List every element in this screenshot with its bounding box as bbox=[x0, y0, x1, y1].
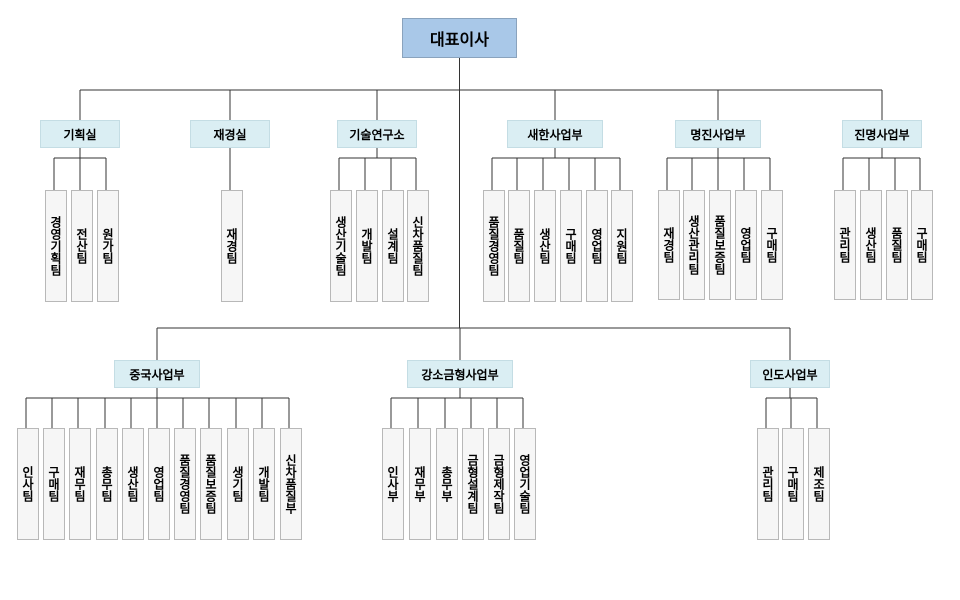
team-box: 설계팀 bbox=[381, 190, 404, 302]
team-box: 관리팀 bbox=[756, 428, 779, 540]
team-box: 개발팀 bbox=[355, 190, 378, 302]
team-box: 영업기술팀 bbox=[513, 428, 536, 540]
team-box: 구매팀 bbox=[760, 190, 783, 300]
team-box: 총무부 bbox=[435, 428, 458, 540]
team-box: 재무부 bbox=[408, 428, 431, 540]
team-box: 금형설계팀 bbox=[461, 428, 484, 540]
team-box: 구매팀 bbox=[559, 190, 582, 302]
team-box: 품질팀 bbox=[885, 190, 908, 300]
ceo-box: 대표이사 bbox=[402, 18, 517, 58]
dept-finance-office: 재경실 bbox=[190, 120, 270, 148]
team-box: 금형제작팀 bbox=[487, 428, 510, 540]
team-box: 신차품질팀 bbox=[406, 190, 429, 302]
team-box: 재경팀 bbox=[220, 190, 243, 302]
dept-planning-office: 기획실 bbox=[40, 120, 120, 148]
team-box: 원가팀 bbox=[96, 190, 119, 302]
team-box: 생산관리팀 bbox=[682, 190, 705, 300]
team-box: 영업팀 bbox=[147, 428, 170, 540]
team-box: 생산팀 bbox=[533, 190, 556, 302]
team-box: 생산팀 bbox=[121, 428, 144, 540]
team-box: 구매팀 bbox=[42, 428, 65, 540]
team-box: 재경팀 bbox=[657, 190, 680, 300]
team-box: 생산기술팀 bbox=[329, 190, 352, 302]
team-box: 개발팀 bbox=[252, 428, 275, 540]
team-box: 신차품질부 bbox=[279, 428, 302, 540]
team-box: 품질보증팀 bbox=[708, 190, 731, 300]
team-box: 영업팀 bbox=[734, 190, 757, 300]
dept-jiangsu-mold-division: 강소금형사업부 bbox=[407, 360, 513, 388]
team-box: 생기팀 bbox=[226, 428, 249, 540]
team-box: 인사부 bbox=[381, 428, 404, 540]
team-box: 지원팀 bbox=[610, 190, 633, 302]
dept-tech-research-center: 기술연구소 bbox=[337, 120, 417, 148]
dept-jinmyung-division: 진명사업부 bbox=[842, 120, 922, 148]
dept-china-division: 중국사업부 bbox=[114, 360, 200, 388]
team-box: 재무팀 bbox=[68, 428, 91, 540]
team-box: 제조팀 bbox=[807, 428, 830, 540]
team-box: 총무팀 bbox=[95, 428, 118, 540]
team-box: 경영기획팀 bbox=[44, 190, 67, 302]
team-box: 구매팀 bbox=[781, 428, 804, 540]
team-box: 품질보증팀 bbox=[199, 428, 222, 540]
team-box: 생산팀 bbox=[859, 190, 882, 300]
dept-saehan-division: 새한사업부 bbox=[507, 120, 603, 148]
team-box: 품질팀 bbox=[507, 190, 530, 302]
team-box: 품질경영팀 bbox=[482, 190, 505, 302]
dept-myungjin-division: 명진사업부 bbox=[675, 120, 761, 148]
team-box: 구매팀 bbox=[910, 190, 933, 300]
team-box: 관리팀 bbox=[833, 190, 856, 300]
team-box: 영업팀 bbox=[585, 190, 608, 302]
team-box: 인사팀 bbox=[16, 428, 39, 540]
team-box: 품질경영팀 bbox=[173, 428, 196, 540]
dept-india-division: 인도사업부 bbox=[750, 360, 830, 388]
team-box: 전산팀 bbox=[70, 190, 93, 302]
